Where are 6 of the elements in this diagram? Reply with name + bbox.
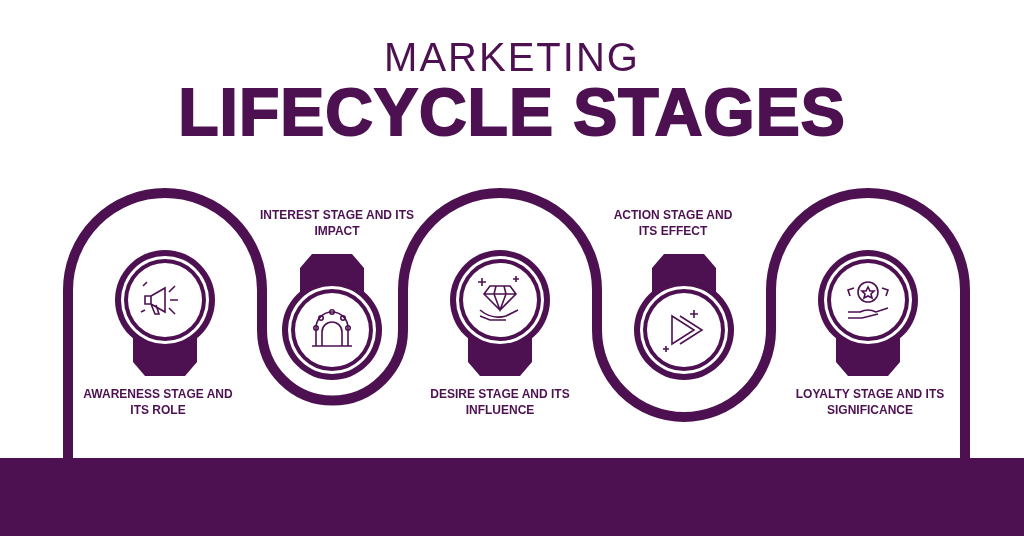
stage-label: INTEREST STAGE AND ITS IMPACT (259, 207, 415, 239)
stage-label: LOYALTY STAGE AND ITS SIGNIFICANCE (795, 386, 945, 418)
stage-label: ACTION STAGE AND ITS EFFECT (612, 207, 734, 239)
title: MARKETING LIFECYCLE STAGES (177, 36, 847, 148)
stage-label: AWARENESS STAGE AND ITS ROLE (83, 386, 233, 418)
stage-label: DESIRE STAGE AND ITS INFLUENCE (429, 386, 571, 418)
